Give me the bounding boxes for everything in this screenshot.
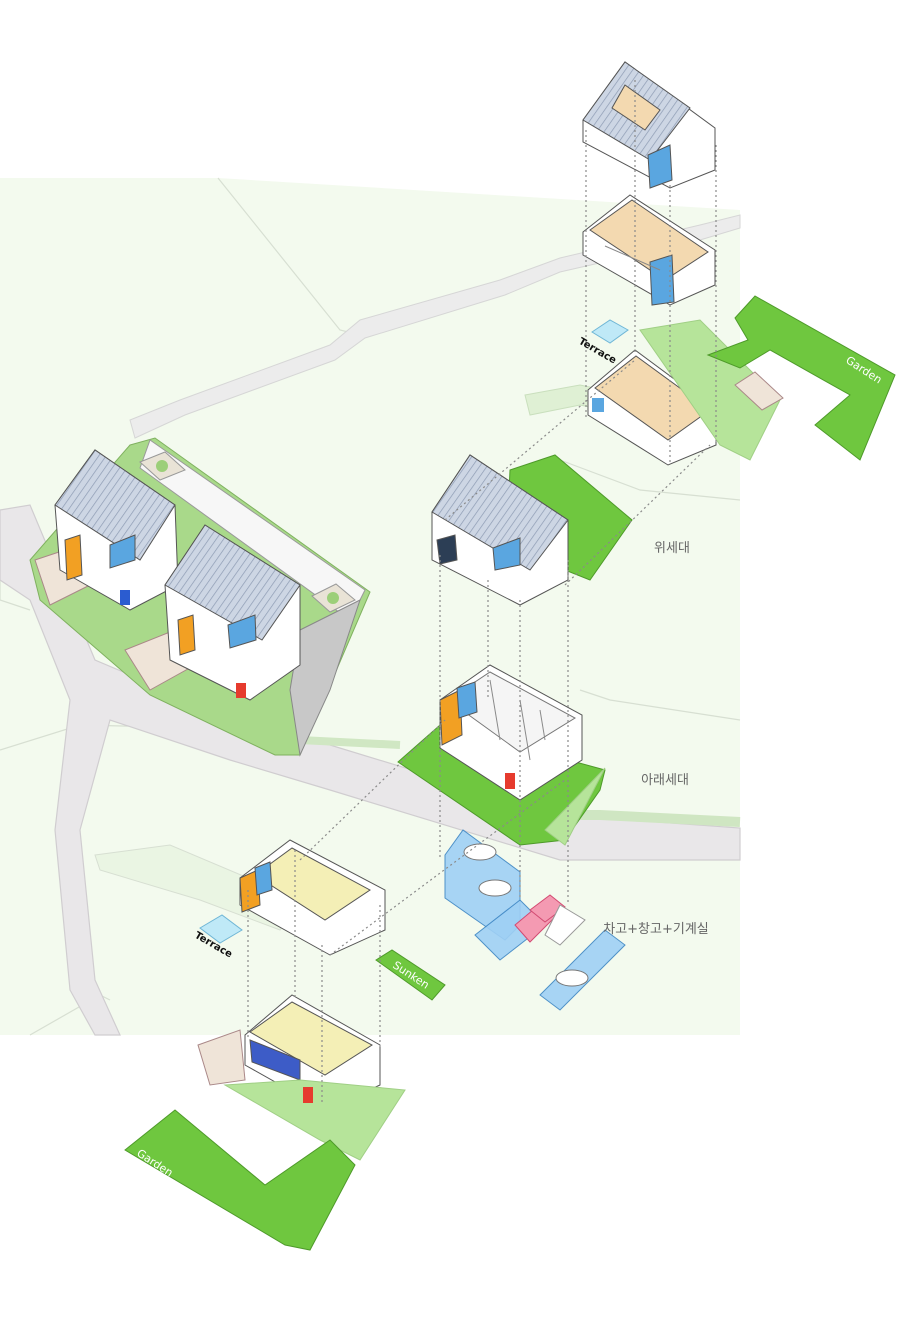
- label-upper-unit: 위세대: [654, 541, 690, 556]
- label-parking: 차고+창고+기계실: [603, 922, 709, 937]
- lower-unit-house: [397, 664, 606, 846]
- projection-lines: [299, 359, 711, 956]
- upper-unit-stack: [582, 61, 896, 466]
- lower-unit-stack: [124, 839, 446, 1251]
- site-plan-houses: [29, 437, 371, 757]
- garden-bottom: [124, 1109, 356, 1251]
- sunken-pad: [375, 949, 446, 1001]
- upper-unit-house: [431, 454, 633, 606]
- garden-top: [706, 295, 896, 461]
- label-lower-unit: 아래세대: [641, 773, 689, 788]
- parking-storage: [444, 829, 626, 1011]
